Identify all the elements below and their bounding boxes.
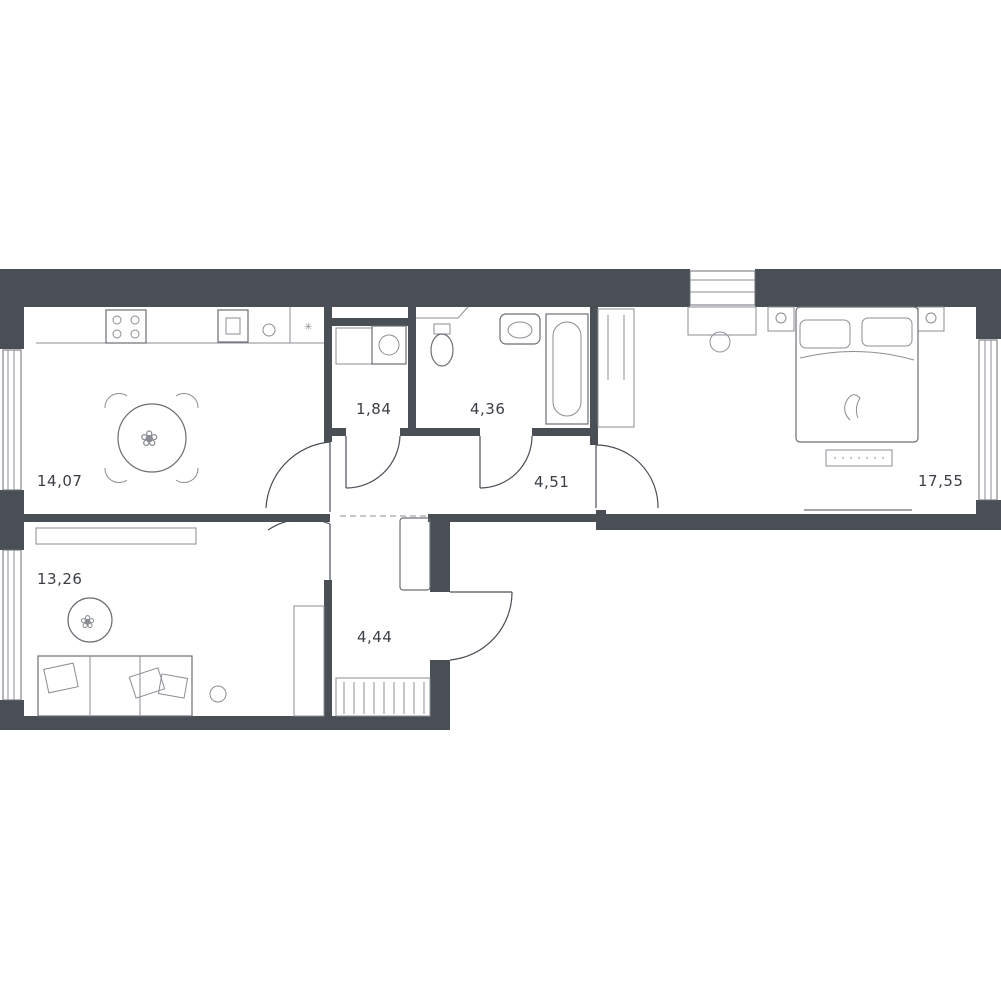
flower-icon: ❀ [140, 427, 158, 452]
outer-wall-right-1 [976, 269, 1001, 339]
laundry-bottom-wall-2 [400, 428, 480, 436]
living-window [2, 549, 22, 701]
svg-text:✳: ✳ [304, 322, 312, 333]
bedroom-door-jamb [596, 510, 606, 522]
kitchen-area: 14,07 [37, 472, 82, 490]
wardrobe [293, 605, 325, 717]
outer-wall-bottom [0, 716, 450, 730]
bath-furniture [335, 306, 589, 425]
bedroom-door-swing [595, 444, 659, 509]
bedroom-window [978, 339, 998, 501]
coffee-table [67, 597, 113, 643]
outer-wall-top-left [0, 269, 690, 307]
living-right-wall [324, 580, 332, 716]
hall-right-wall-lower [430, 660, 450, 730]
washing-machine-icon [371, 325, 407, 365]
chair [709, 331, 731, 353]
bath-bottom-wall [532, 428, 596, 436]
desk [687, 306, 757, 336]
sofa [37, 655, 193, 717]
living-furniture: ❀ [35, 527, 325, 717]
hall-area: 4,44 [357, 628, 392, 646]
kitchen-living-wall [24, 514, 330, 522]
tv-stand [35, 527, 197, 545]
bedroom-area: 17,55 [918, 472, 963, 490]
hall-furniture [335, 308, 635, 717]
bench [825, 449, 893, 467]
bath-bedroom-wall [590, 307, 598, 445]
laundry-bath-wall [408, 307, 416, 435]
bath-door-swing [479, 435, 533, 489]
kitchen-furniture: ✳ ❀ [36, 307, 324, 483]
laundry-top-wall [332, 318, 412, 326]
outer-wall-top-right [755, 269, 1001, 307]
entrance-door-swing [449, 591, 513, 661]
bathtub-icon [545, 313, 589, 425]
svg-text:❀: ❀ [80, 612, 95, 633]
living-door-swing [267, 518, 331, 590]
dining-chairs [104, 393, 199, 483]
hall-right-wall-upper [430, 514, 450, 592]
kitchen-door-swing [265, 441, 331, 512]
outer-wall-left-1 [0, 269, 24, 349]
dining-table [117, 403, 187, 473]
floor-lamp-icon [209, 685, 227, 703]
bathroom-area: 4,36 [470, 400, 505, 418]
nightstand-left [767, 306, 795, 332]
washbasin-icon [499, 313, 541, 345]
walls [0, 269, 1001, 730]
shoe-rack [335, 677, 431, 717]
top-window [689, 270, 756, 306]
sink-icon [217, 309, 249, 343]
kitchen-right-wall [324, 307, 332, 442]
windows [2, 270, 998, 701]
living-area: 13,26 [37, 570, 82, 588]
corridor-wardrobe [597, 308, 635, 428]
area-labels: 14,07 13,26 1,84 4,36 4,51 4,44 17,55 [37, 400, 963, 646]
laundry-shelf [335, 327, 373, 365]
bedroom-bottom-wall [596, 514, 1001, 530]
doors [265, 435, 659, 661]
cooktop-icon [105, 309, 147, 344]
corridor-bottom-wall [428, 514, 596, 522]
laundry-door-swing [345, 435, 401, 489]
hall-bench [399, 517, 431, 591]
cat-icon [844, 394, 861, 421]
kettle-icon [262, 323, 276, 337]
toilet-icon [430, 333, 454, 367]
bedroom-furniture [687, 306, 945, 511]
corridor-area: 4,51 [534, 473, 569, 491]
laundry-bottom-wall-1 [332, 428, 346, 436]
nightstand-right [917, 306, 945, 332]
kitchen-window [2, 349, 22, 491]
outer-wall-left-2 [0, 490, 24, 550]
bed [795, 306, 919, 443]
laundry-area: 1,84 [356, 400, 391, 418]
